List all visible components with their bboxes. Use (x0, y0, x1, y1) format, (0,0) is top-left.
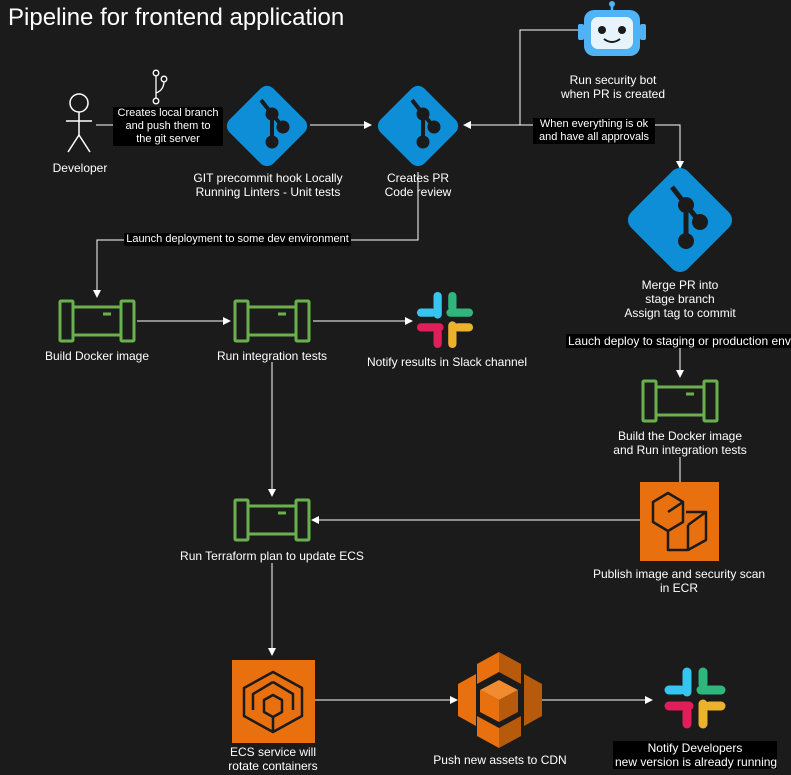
git-icon (226, 85, 308, 167)
publish-ecr-label: Publish image and security scan in ECR (592, 567, 766, 595)
edge-bot-to-pr (463, 29, 582, 129)
pipeline-icon (641, 379, 719, 423)
precommit-label: GIT precommit hook Locally Running Linte… (193, 171, 343, 199)
branch-icon (152, 69, 168, 105)
launch-dev-label: Launch deployment to some dev environmen… (124, 233, 351, 246)
approvals-label: When everything is ok and have all appro… (533, 118, 655, 144)
integration-tests-label: Run integration tests (216, 349, 328, 363)
slack-icon (664, 667, 726, 729)
slack-icon (416, 291, 474, 349)
ecs-service-label: ECS service will rotate containers (228, 745, 318, 773)
ecr-icon (640, 482, 719, 561)
git-icon (627, 167, 733, 273)
security-bot-label: Run security bot when PR is created (560, 73, 666, 101)
robot-icon (578, 1, 646, 56)
git-icon (377, 85, 459, 167)
ecs-icon (232, 660, 315, 743)
cdn-icon (458, 652, 542, 748)
build-run-tests-label: Build the Docker image and Run integrati… (613, 429, 747, 457)
person-icon (66, 93, 92, 153)
pipeline-icon (233, 299, 311, 343)
page-title: Pipeline for frontend application (8, 4, 345, 31)
pipeline-icon (58, 299, 136, 343)
pipeline-icon (233, 498, 311, 542)
local-branch-label: Creates local branch and push them to th… (113, 107, 223, 146)
notify-slack-label: Notify results in Slack channel (366, 355, 528, 369)
developer-label: Developer (52, 161, 108, 175)
notify-devs-label: Notify Developers new version is already… (613, 741, 778, 769)
launch-prod-label: Lauch deploy to staging or production en… (566, 334, 791, 348)
build-docker-label: Build Docker image (44, 349, 150, 363)
merge-pr-label: Merge PR into stage branch Assign tag to… (624, 278, 736, 320)
create-pr-label: Creates PR Code review (384, 171, 452, 199)
terraform-label: Run Terraform plan to update ECS (180, 549, 364, 563)
push-cdn-label: Push new assets to CDN (433, 753, 567, 767)
